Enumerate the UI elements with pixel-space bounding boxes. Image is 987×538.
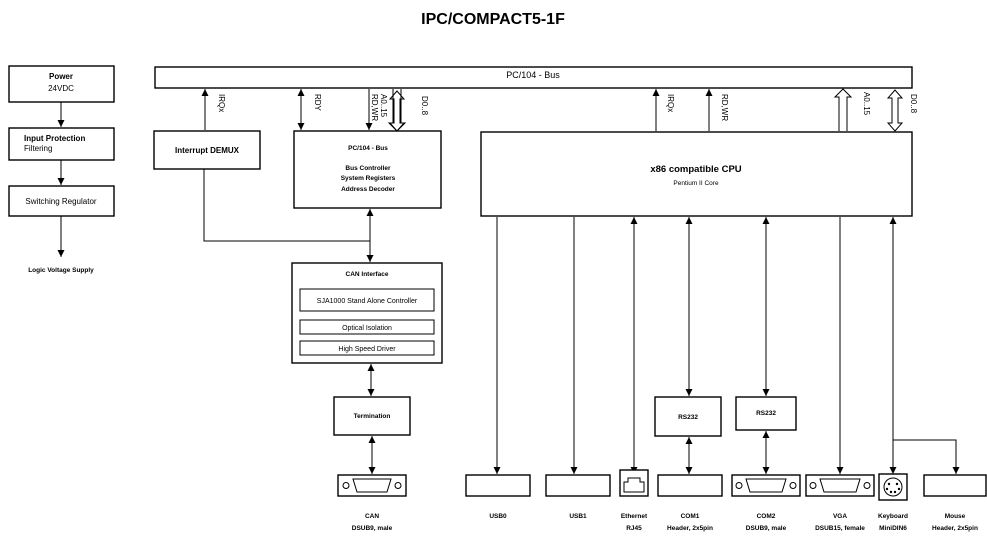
com1-connector [657, 474, 723, 497]
mouse-label2: Header, 2x5pin [932, 525, 978, 532]
com2-label1: COM2 [757, 513, 776, 520]
signal-d08-right: D0..8 [909, 94, 918, 114]
keyboard-label2: MiniDIN6 [879, 525, 907, 532]
can-interface-item2: Optical Isolation [342, 325, 392, 332]
diagram-title: IPC/COMPACT5-1F [421, 11, 565, 28]
com1-label1: COM1 [681, 513, 700, 520]
termination-label: Termination [354, 413, 391, 420]
mouse-label1: Mouse [945, 513, 966, 520]
bus-controller-block: PC/104 - Bus Bus Controller System Regis… [293, 130, 442, 209]
power-title: Power [49, 72, 73, 81]
input-protection-block: Input Protection Filtering [8, 127, 115, 161]
pc104-bus-label: PC/104 - Bus [506, 70, 560, 80]
mouse-connector [923, 474, 987, 497]
signal-rdwr-right: RD,WR [720, 94, 729, 121]
signal-a015-left: A0..15 [379, 94, 388, 118]
usb1-connector [545, 474, 611, 497]
rs232-block-2: RS232 [735, 396, 797, 431]
can-connector-label2: DSUB9, male [352, 525, 393, 532]
signal-irqx-right: IRQx [666, 94, 675, 112]
logic-supply-label: Logic Voltage Supply [28, 267, 94, 274]
signal-rdy: RDY [313, 94, 322, 112]
cpu-subtitle: Pentium II Core [673, 180, 719, 187]
can-interface-block: CAN Interface SJA1000 Stand Alone Contro… [291, 262, 443, 364]
power-block: Power 24VDC [8, 65, 115, 103]
bus-controller-line4: Address Decoder [341, 186, 395, 193]
can-interface-title: CAN Interface [346, 271, 389, 278]
signal-a015-right: A0..15 [862, 92, 871, 116]
signal-irqx-left: IRQx [217, 94, 226, 112]
ethernet-connector [619, 469, 649, 497]
can-interface-item3: High Speed Driver [338, 346, 396, 353]
can-interface-item1: SJA1000 Stand Alone Controller [317, 298, 418, 305]
bus-controller-line2: Bus Controller [345, 165, 391, 172]
cpu-title: x86 compatible CPU [650, 164, 741, 175]
keyboard-label1: Keyboard [878, 513, 908, 520]
ethernet-label2: RJ45 [626, 525, 642, 532]
usb0-label: USB0 [489, 513, 507, 520]
usb1-label: USB1 [569, 513, 587, 520]
can-connector-label1: CAN [365, 513, 379, 520]
com2-connector [731, 474, 801, 497]
vga-label1: VGA [833, 513, 847, 520]
termination-block: Termination [333, 396, 411, 436]
keyboard-connector [878, 473, 908, 501]
interrupt-demux-block: Interrupt DEMUX [153, 130, 261, 170]
rs232-block-1: RS232 [654, 396, 722, 437]
switching-regulator-label: Switching Regulator [25, 197, 96, 206]
interrupt-demux-label: Interrupt DEMUX [175, 146, 240, 155]
com1-label2: Header, 2x5pin [667, 525, 713, 532]
input-protection-subtitle: Filtering [24, 144, 52, 153]
bus-controller-line1: PC/104 - Bus [348, 145, 388, 152]
bus-controller-line3: System Registers [341, 175, 396, 182]
rs232-label-1: RS232 [678, 414, 698, 421]
signal-rdwr-left: RD,WR [370, 94, 379, 121]
vga-connector [805, 474, 875, 497]
rs232-label-2: RS232 [756, 410, 776, 417]
signal-d08-left: D0..8 [420, 96, 429, 116]
power-subtitle: 24VDC [48, 84, 74, 93]
input-protection-title: Input Protection [24, 134, 85, 143]
com2-label2: DSUB9, male [746, 525, 787, 532]
can-connector [337, 474, 407, 497]
switching-regulator-block: Switching Regulator [8, 185, 115, 217]
cpu-block: x86 compatible CPU Pentium II Core [480, 131, 913, 217]
ethernet-label1: Ethernet [621, 513, 648, 520]
pc104-bus: PC/104 - Bus [154, 66, 913, 89]
usb0-connector [465, 474, 531, 497]
vga-label2: DSUB15, female [815, 525, 865, 532]
